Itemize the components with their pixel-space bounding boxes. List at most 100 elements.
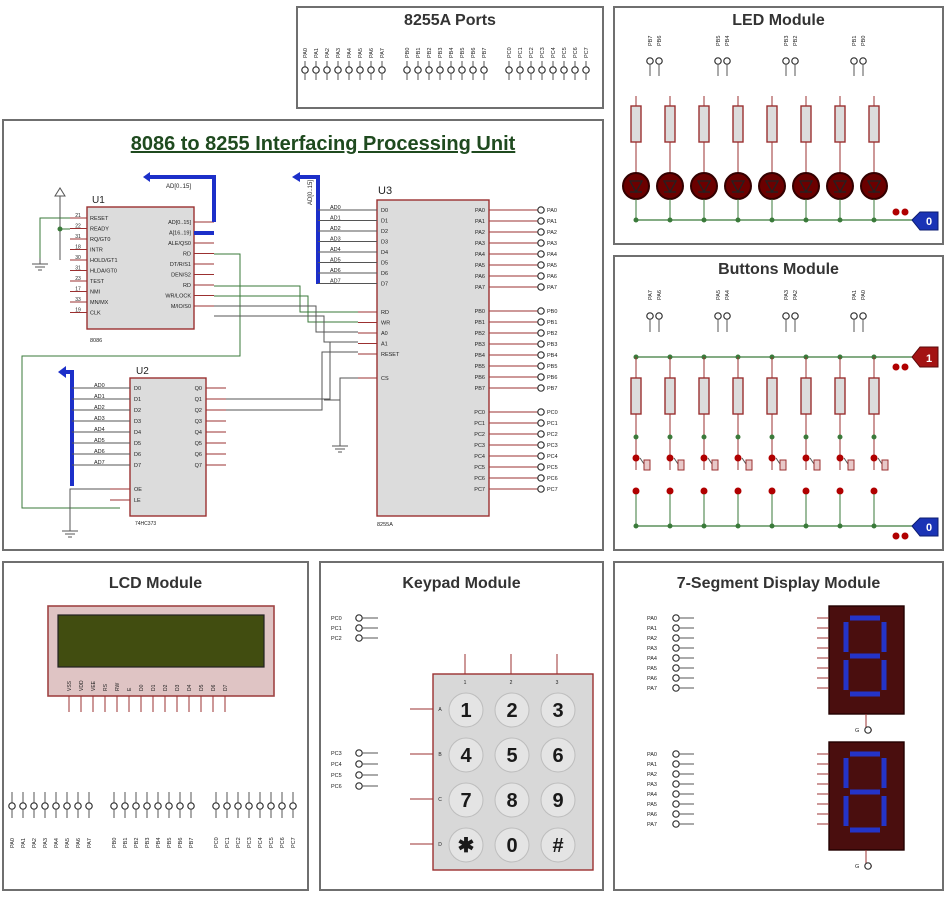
lcd-in-terminal-PA0: [8, 802, 16, 810]
u2-chip: [129, 377, 207, 517]
kp-key-label-0: 0: [506, 835, 517, 857]
btn-vcc-dot-b: [901, 363, 909, 371]
seg0-in-label-PA2: PA2: [647, 636, 657, 642]
seg0-in-label-PA0: PA0: [647, 616, 657, 622]
u3-port-pin-PA4: PA4: [475, 252, 485, 258]
lcd-title: LCD Module: [108, 575, 203, 592]
u2-out-pin-Q6: Q6: [195, 452, 202, 458]
u2-in-pin-D1: D1: [134, 397, 141, 403]
u1-reset-wire: [39, 217, 70, 258]
u3-port-label-PA5: PA5: [547, 263, 557, 269]
kp-row-in-label-PC5: PC5: [331, 773, 342, 779]
btn-contact-bot-0: [632, 487, 640, 495]
u3-port-pin-PA2: PA2: [475, 230, 485, 236]
kp-row-in-label-PC6: PC6: [331, 784, 342, 790]
kp-row-in-terminal-PC3: [355, 749, 363, 757]
u2-ctrl-pin-LE: LE: [134, 498, 141, 504]
btn-vcc-dot-a: [892, 363, 900, 371]
lcd-pin-VEE: VEE: [91, 680, 97, 691]
btn-contact-top-7: [870, 454, 878, 462]
u2-a1-wire: [226, 351, 358, 411]
ports-terminal-PA2: [323, 66, 331, 74]
u2-in-pin-D6: D6: [134, 452, 141, 458]
led-pin-terminal-PB6: [655, 57, 663, 65]
ports-panel: 8255A Ports: [296, 6, 604, 109]
kp-row-in-terminal-PC6: [355, 782, 363, 790]
u2-out-pin-Q3: Q3: [195, 419, 202, 425]
btn-resistor-2: [698, 377, 710, 415]
btn-vcc-terminal: [911, 346, 939, 368]
u3-port-label-PB5: PB5: [547, 364, 557, 370]
seg-title: 7-Segment Display Module: [676, 575, 881, 592]
btn-contact-bot-2: [700, 487, 708, 495]
u1-bus: [150, 175, 216, 222]
ports-label-PC2: PC2: [529, 47, 535, 58]
lcd-in-label-PA2: PA2: [32, 838, 38, 848]
lcd-in-terminal-PB0: [110, 802, 118, 810]
lcd-pin-VSS: VSS: [67, 680, 73, 691]
seg1-in-label-PA2: PA2: [647, 772, 657, 778]
led-symbol-5: [798, 180, 814, 194]
led-7: [860, 172, 888, 200]
led-4: [758, 172, 786, 200]
u3-port-pin-PB4: PB4: [475, 353, 485, 359]
u2-out-pin-Q2: Q2: [195, 408, 202, 414]
ports-terminal-PA1: [312, 66, 320, 74]
ports-terminal-PB7: [480, 66, 488, 74]
kp-col-in-label-PC0: PC0: [331, 616, 342, 622]
kp-key-2: [494, 692, 530, 728]
u1-ref: U1: [92, 195, 105, 206]
btn-contact-top-6: [836, 454, 844, 462]
u3-port-label-PA4: PA4: [547, 252, 557, 258]
kp-key-3: [540, 692, 576, 728]
u1-chip: [86, 206, 195, 330]
u3-port-pin-PB3: PB3: [475, 342, 485, 348]
u3-port-terminal-PA2: [537, 228, 545, 236]
u3-d-pin-D6: D6: [381, 271, 388, 277]
u1-pin-l-MN/MX: MN/MX: [90, 300, 109, 306]
lcd-pin-RS: RS: [103, 683, 109, 691]
u1-bus-label: AD[0..15]: [166, 184, 191, 190]
lcd-pin-D5: D5: [199, 684, 205, 691]
kp-key-label-#: #: [552, 835, 563, 857]
kp-key-4: [448, 737, 484, 773]
lcd-in-label-PC7: PC7: [291, 837, 297, 848]
lcd-in-label-PA1: PA1: [21, 838, 27, 848]
u3-port-label-PC4: PC4: [547, 454, 558, 460]
u1-pin-num-l-8: 33: [75, 297, 81, 303]
seg0-in-terminal-PA6: [672, 674, 680, 682]
u2-in-label-AD3: AD3: [94, 416, 105, 422]
u3-port-label-PC6: PC6: [547, 476, 558, 482]
u3-d-pin-D3: D3: [381, 240, 388, 246]
btn-node-6: [837, 434, 843, 440]
u3-port-label-PA0: PA0: [547, 208, 557, 214]
lcd-in-label-PC3: PC3: [247, 837, 253, 848]
latch-le-wire: [21, 253, 241, 509]
led-1: [656, 172, 684, 200]
btn-contact-top-3: [734, 454, 742, 462]
btn-pin-terminal-PA5: [714, 312, 722, 320]
lcd-pin-D6: D6: [211, 684, 217, 691]
lcd-in-terminal-PC0: [212, 802, 220, 810]
led-gnd-terminal: [911, 211, 939, 231]
seg0-in-label-PA7: PA7: [647, 686, 657, 692]
btn-pin-terminal-PA4: [723, 312, 731, 320]
btn-contact-top-4: [768, 454, 776, 462]
ports-label-PB3: PB3: [438, 48, 444, 58]
lcd-in-label-PA5: PA5: [65, 838, 71, 848]
kp-row-label-B: B: [438, 752, 442, 758]
u3-d-pin-D2: D2: [381, 229, 388, 235]
btn-contact-bot-1: [666, 487, 674, 495]
u2-in-pin-D2: D2: [134, 408, 141, 414]
ports-terminal-PA6: [367, 66, 375, 74]
kp-col-in-terminal-PC2: [355, 634, 363, 642]
btn-cap-6: [847, 459, 855, 471]
ports-terminal-PC5: [560, 66, 568, 74]
lcd-in-terminal-PB1: [121, 802, 129, 810]
btn-gnd-dot-a: [892, 532, 900, 540]
led-pin-label-PB5: PB5: [716, 36, 722, 46]
kp-key-label-✱: ✱: [458, 835, 475, 857]
btn-contact-bot-4: [768, 487, 776, 495]
u3-port-terminal-PA0: [537, 206, 545, 214]
u3-port-pin-PC0: PC0: [474, 410, 485, 416]
